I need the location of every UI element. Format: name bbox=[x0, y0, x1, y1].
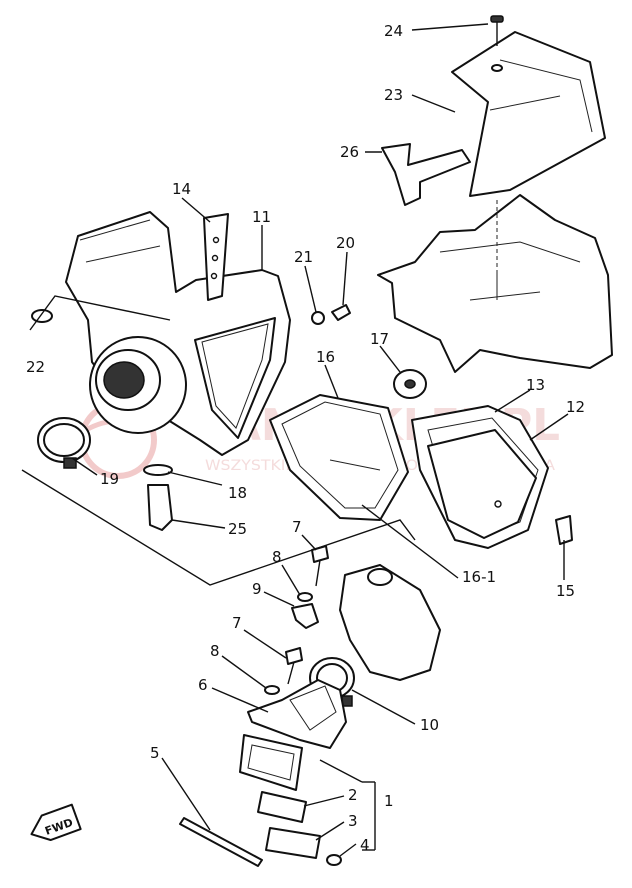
callout-22: 22 bbox=[26, 358, 45, 376]
callout-21: 21 bbox=[294, 248, 313, 266]
screw-24 bbox=[490, 15, 504, 72]
callout-26: 26 bbox=[340, 143, 359, 161]
callout-23: 23 bbox=[384, 86, 403, 104]
callout-15: 15 bbox=[556, 582, 575, 600]
carburetor-outline bbox=[339, 564, 441, 681]
forward-arrow-icon: FWD bbox=[30, 803, 82, 842]
callout-7-upper: 7 bbox=[292, 518, 302, 536]
callout-1: 1 bbox=[384, 792, 394, 810]
callout-18: 18 bbox=[228, 484, 247, 502]
callout-11: 11 bbox=[252, 208, 271, 226]
callout-labels: 24 23 26 14 11 21 20 22 17 16 13 12 19 1… bbox=[26, 22, 585, 854]
small-parts-left bbox=[31, 304, 351, 531]
callout-8-lower: 8 bbox=[210, 642, 220, 660]
callout-17: 17 bbox=[370, 330, 389, 348]
main-air-box bbox=[65, 211, 291, 456]
clip-15 bbox=[555, 515, 573, 545]
callout-14: 14 bbox=[172, 180, 191, 198]
callout-25: 25 bbox=[228, 520, 247, 538]
group-bracket-lines bbox=[21, 295, 416, 851]
callout-5: 5 bbox=[150, 744, 160, 762]
air-box-housing bbox=[377, 194, 613, 373]
callout-16: 16 bbox=[316, 348, 335, 366]
grommet-17 bbox=[393, 369, 427, 399]
callout-10: 10 bbox=[420, 716, 439, 734]
bracket-26 bbox=[381, 143, 471, 206]
callout-16-1: 16-1 bbox=[462, 568, 496, 586]
callout-3: 3 bbox=[348, 812, 358, 830]
callout-12: 12 bbox=[566, 398, 585, 416]
callout-2: 2 bbox=[348, 786, 358, 804]
leader-lines bbox=[71, 23, 569, 857]
callout-6: 6 bbox=[198, 676, 208, 694]
callout-7-lower: 7 bbox=[232, 614, 242, 632]
callout-24: 24 bbox=[384, 22, 403, 40]
gasket-5 bbox=[179, 817, 263, 867]
callout-9: 9 bbox=[252, 580, 262, 598]
bolts-and-washers bbox=[264, 545, 329, 695]
air-box-cover bbox=[451, 31, 606, 197]
clamp-19 bbox=[37, 417, 91, 469]
callout-20: 20 bbox=[336, 234, 355, 252]
filter-cone-16 bbox=[269, 394, 409, 521]
reed-valve-assembly bbox=[239, 734, 342, 866]
callout-13: 13 bbox=[526, 376, 545, 394]
intake-manifold-6 bbox=[247, 679, 347, 749]
callout-4: 4 bbox=[360, 836, 370, 854]
filter-element-12 bbox=[427, 429, 537, 539]
callout-19: 19 bbox=[100, 470, 119, 488]
strap-14 bbox=[203, 213, 229, 301]
callout-8-upper: 8 bbox=[272, 548, 282, 566]
